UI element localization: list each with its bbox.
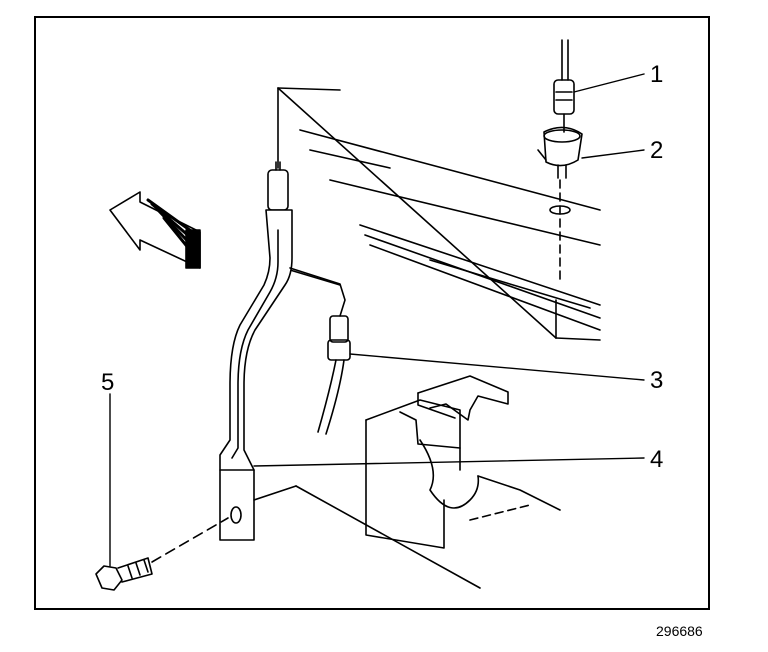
part-3-sensor [289, 267, 351, 435]
callout-3: 3 [650, 367, 663, 394]
leader-lines [109, 73, 645, 567]
part-2-grommet [537, 126, 583, 281]
figure-id: 296686 [656, 623, 703, 639]
illustration-frame [34, 16, 710, 610]
background-panel [277, 87, 601, 341]
callout-1: 1 [650, 61, 663, 88]
part-5-bolt [95, 517, 229, 591]
part-1-connector [553, 39, 575, 133]
callout-4: 4 [650, 446, 663, 473]
part-4-bracket [219, 161, 293, 541]
mounting-block [253, 375, 561, 589]
direction-arrow-icon [109, 191, 201, 269]
callout-5: 5 [101, 369, 114, 396]
callout-2: 2 [650, 137, 663, 164]
